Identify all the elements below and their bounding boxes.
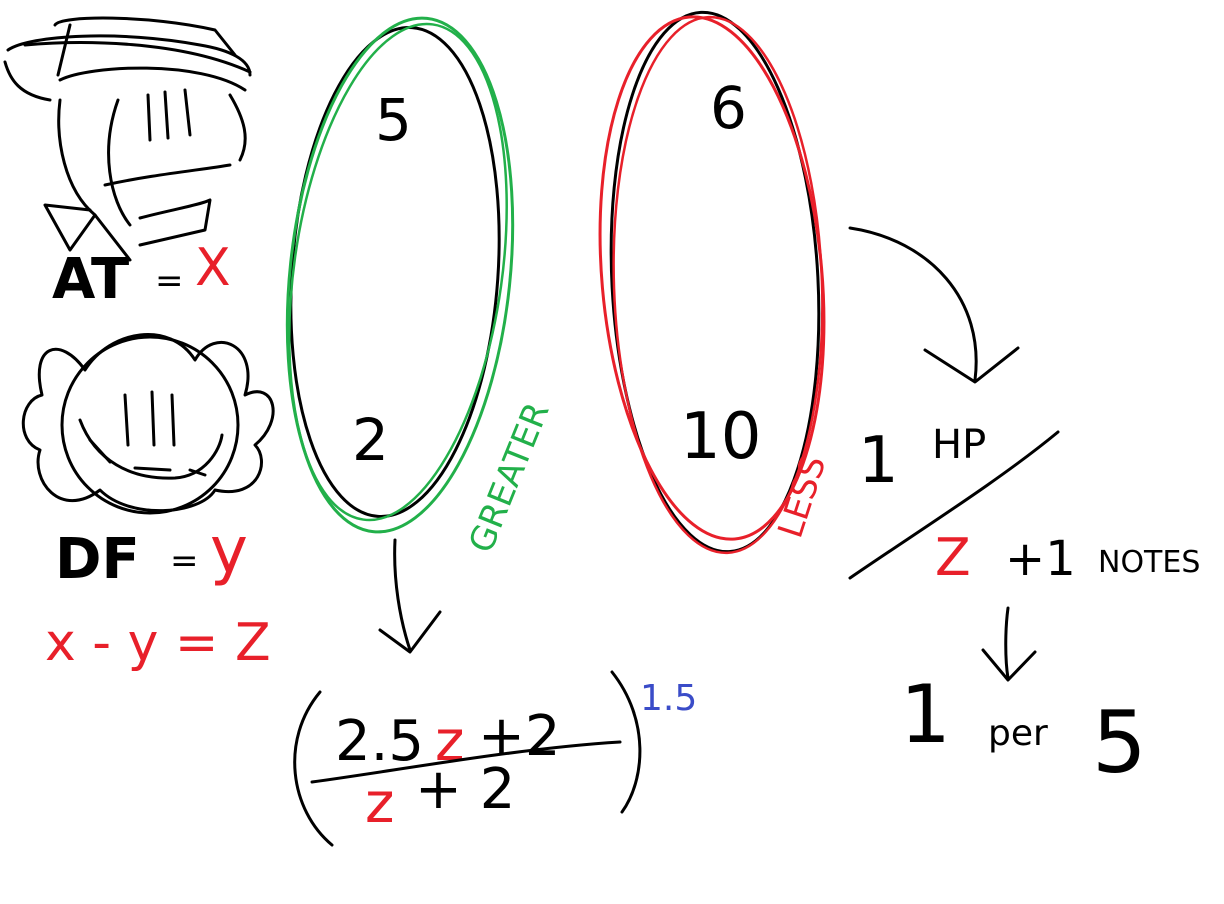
ratio-hp: HP bbox=[932, 422, 986, 468]
defense-label: DF bbox=[55, 527, 140, 592]
small-arrow-down-icon bbox=[981, 606, 1037, 682]
less-label: LESS bbox=[771, 451, 835, 543]
rate-result-per: per bbox=[988, 713, 1048, 754]
greater-bottom-value: 2 bbox=[352, 406, 389, 474]
less-top-value: 6 bbox=[710, 74, 747, 142]
attack-variable: X bbox=[195, 238, 231, 298]
ratio-denominator-z: Z bbox=[935, 528, 971, 588]
formula-numerator-b: +2 bbox=[478, 704, 561, 769]
arrow-down-icon bbox=[378, 538, 442, 654]
ratio-notes: NOTES bbox=[1098, 545, 1200, 580]
ratio-numerator: 1 bbox=[858, 424, 899, 498]
left-paren bbox=[293, 690, 334, 847]
formula-denominator-z: z bbox=[365, 771, 394, 836]
greater-oval bbox=[285, 16, 515, 534]
ratio-denominator-rest: +1 bbox=[1005, 531, 1076, 587]
less-oval bbox=[598, 10, 826, 555]
defense-equals: = bbox=[170, 541, 199, 581]
smiling-flower-icon bbox=[21, 333, 275, 515]
defense-variable: y bbox=[210, 514, 248, 588]
attack-label: AT bbox=[52, 247, 129, 312]
right-paren bbox=[610, 670, 642, 814]
curved-arrow-icon bbox=[848, 226, 1020, 384]
formula-exponent: 1.5 bbox=[640, 678, 697, 719]
hp-notes-ratio: 1 HP Z +1 NOTES bbox=[848, 422, 1200, 588]
attack-definition: AT = X bbox=[52, 238, 231, 312]
defense-definition: DF = y bbox=[55, 514, 248, 592]
rate-result-one: 1 bbox=[900, 668, 951, 761]
less-bottom-value: 10 bbox=[680, 400, 761, 474]
damage-formula: 2.5 z +2 z + 2 1.5 bbox=[293, 670, 697, 847]
greater-top-value: 5 bbox=[375, 86, 412, 154]
formula-denominator-b: + 2 bbox=[415, 757, 515, 822]
formula-numerator-a: 2.5 bbox=[335, 709, 424, 774]
greater-label: GREATER bbox=[461, 397, 557, 558]
rate-result-five: 5 bbox=[1092, 693, 1147, 793]
fraction-bar bbox=[310, 740, 622, 784]
difference-equation: x - y = Z bbox=[45, 613, 271, 673]
rate-result: 1 per 5 bbox=[900, 668, 1147, 793]
attack-equals: = bbox=[155, 261, 184, 301]
ratio-slash bbox=[848, 430, 1060, 580]
cowboy-hat-character-icon bbox=[3, 16, 252, 262]
